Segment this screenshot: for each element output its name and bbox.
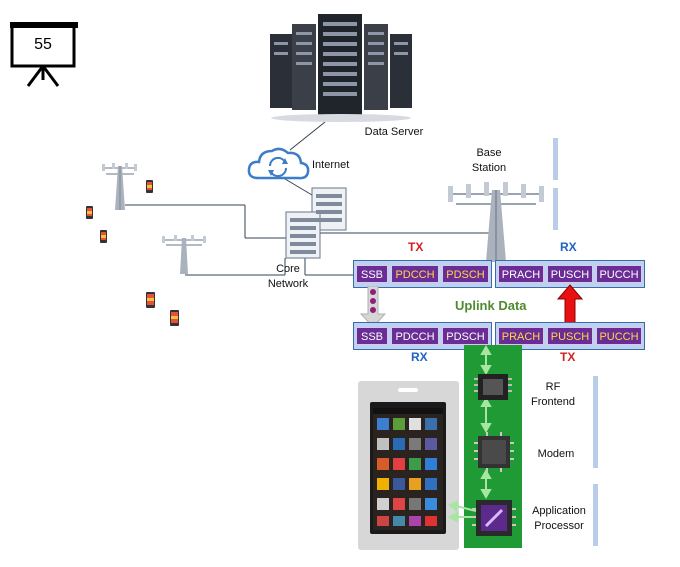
cell-tower-icon bbox=[102, 163, 137, 210]
divider bbox=[593, 484, 598, 546]
phone-icon bbox=[170, 310, 179, 326]
channel-pucch: PUCCH bbox=[596, 265, 642, 283]
presentation-board-icon bbox=[10, 22, 78, 87]
channel-pdsch: PDSCH bbox=[442, 327, 489, 345]
channel-ssb: SSB bbox=[356, 327, 388, 345]
channel-prach: PRACH bbox=[498, 265, 544, 283]
data-server-label: Data Server bbox=[364, 126, 424, 138]
application-processor-label: Application Processor bbox=[532, 505, 586, 532]
channel-pusch: PUSCH bbox=[547, 265, 593, 283]
ue-tx-label: TX bbox=[560, 350, 576, 364]
channel-ssb: SSB bbox=[356, 265, 388, 283]
phone-icon bbox=[86, 206, 93, 219]
application-processor-chip-icon bbox=[472, 500, 516, 536]
modem-label: Modem bbox=[537, 448, 575, 460]
divider bbox=[553, 138, 558, 180]
channel-pusch: PUSCH bbox=[547, 327, 593, 345]
downlink-arrow bbox=[360, 286, 386, 328]
internet-label: Internet bbox=[312, 159, 350, 171]
rf-frontend-label: RF Frontend bbox=[530, 381, 576, 408]
phone-icon bbox=[146, 180, 153, 193]
data-server-icon bbox=[270, 14, 412, 122]
core-network-label: Core Network bbox=[267, 263, 309, 290]
channel-pdsch: PDSCH bbox=[442, 265, 489, 283]
uplink-data-label: Uplink Data bbox=[455, 298, 527, 313]
divider bbox=[553, 188, 558, 230]
channel-prach: PRACH bbox=[498, 327, 544, 345]
channel-pdcch: PDCCH bbox=[391, 265, 439, 283]
ue-rx-label: RX bbox=[411, 350, 428, 364]
base-station-tx-label: TX bbox=[408, 240, 424, 254]
phone-icon bbox=[146, 292, 155, 308]
internet-cloud-icon bbox=[247, 147, 310, 180]
phone-icon bbox=[100, 230, 107, 243]
modem-chip-icon bbox=[474, 432, 514, 472]
base-station-rx-label: RX bbox=[560, 240, 577, 254]
divider bbox=[593, 376, 598, 468]
base-station-tower-icon bbox=[448, 182, 544, 262]
base-station-label: Base Station bbox=[471, 147, 507, 174]
channel-pucch: PUCCH bbox=[596, 327, 642, 345]
channel-pdcch: PDCCH bbox=[391, 327, 439, 345]
slide-number: 55 bbox=[34, 36, 52, 53]
core-network-server-icon bbox=[285, 187, 347, 259]
cell-tower-icon bbox=[162, 235, 206, 274]
rf-frontend-chip-icon bbox=[474, 374, 512, 400]
board-connectors bbox=[447, 345, 492, 523]
phone-speaker bbox=[398, 388, 418, 392]
smartphone-screen bbox=[370, 402, 446, 534]
